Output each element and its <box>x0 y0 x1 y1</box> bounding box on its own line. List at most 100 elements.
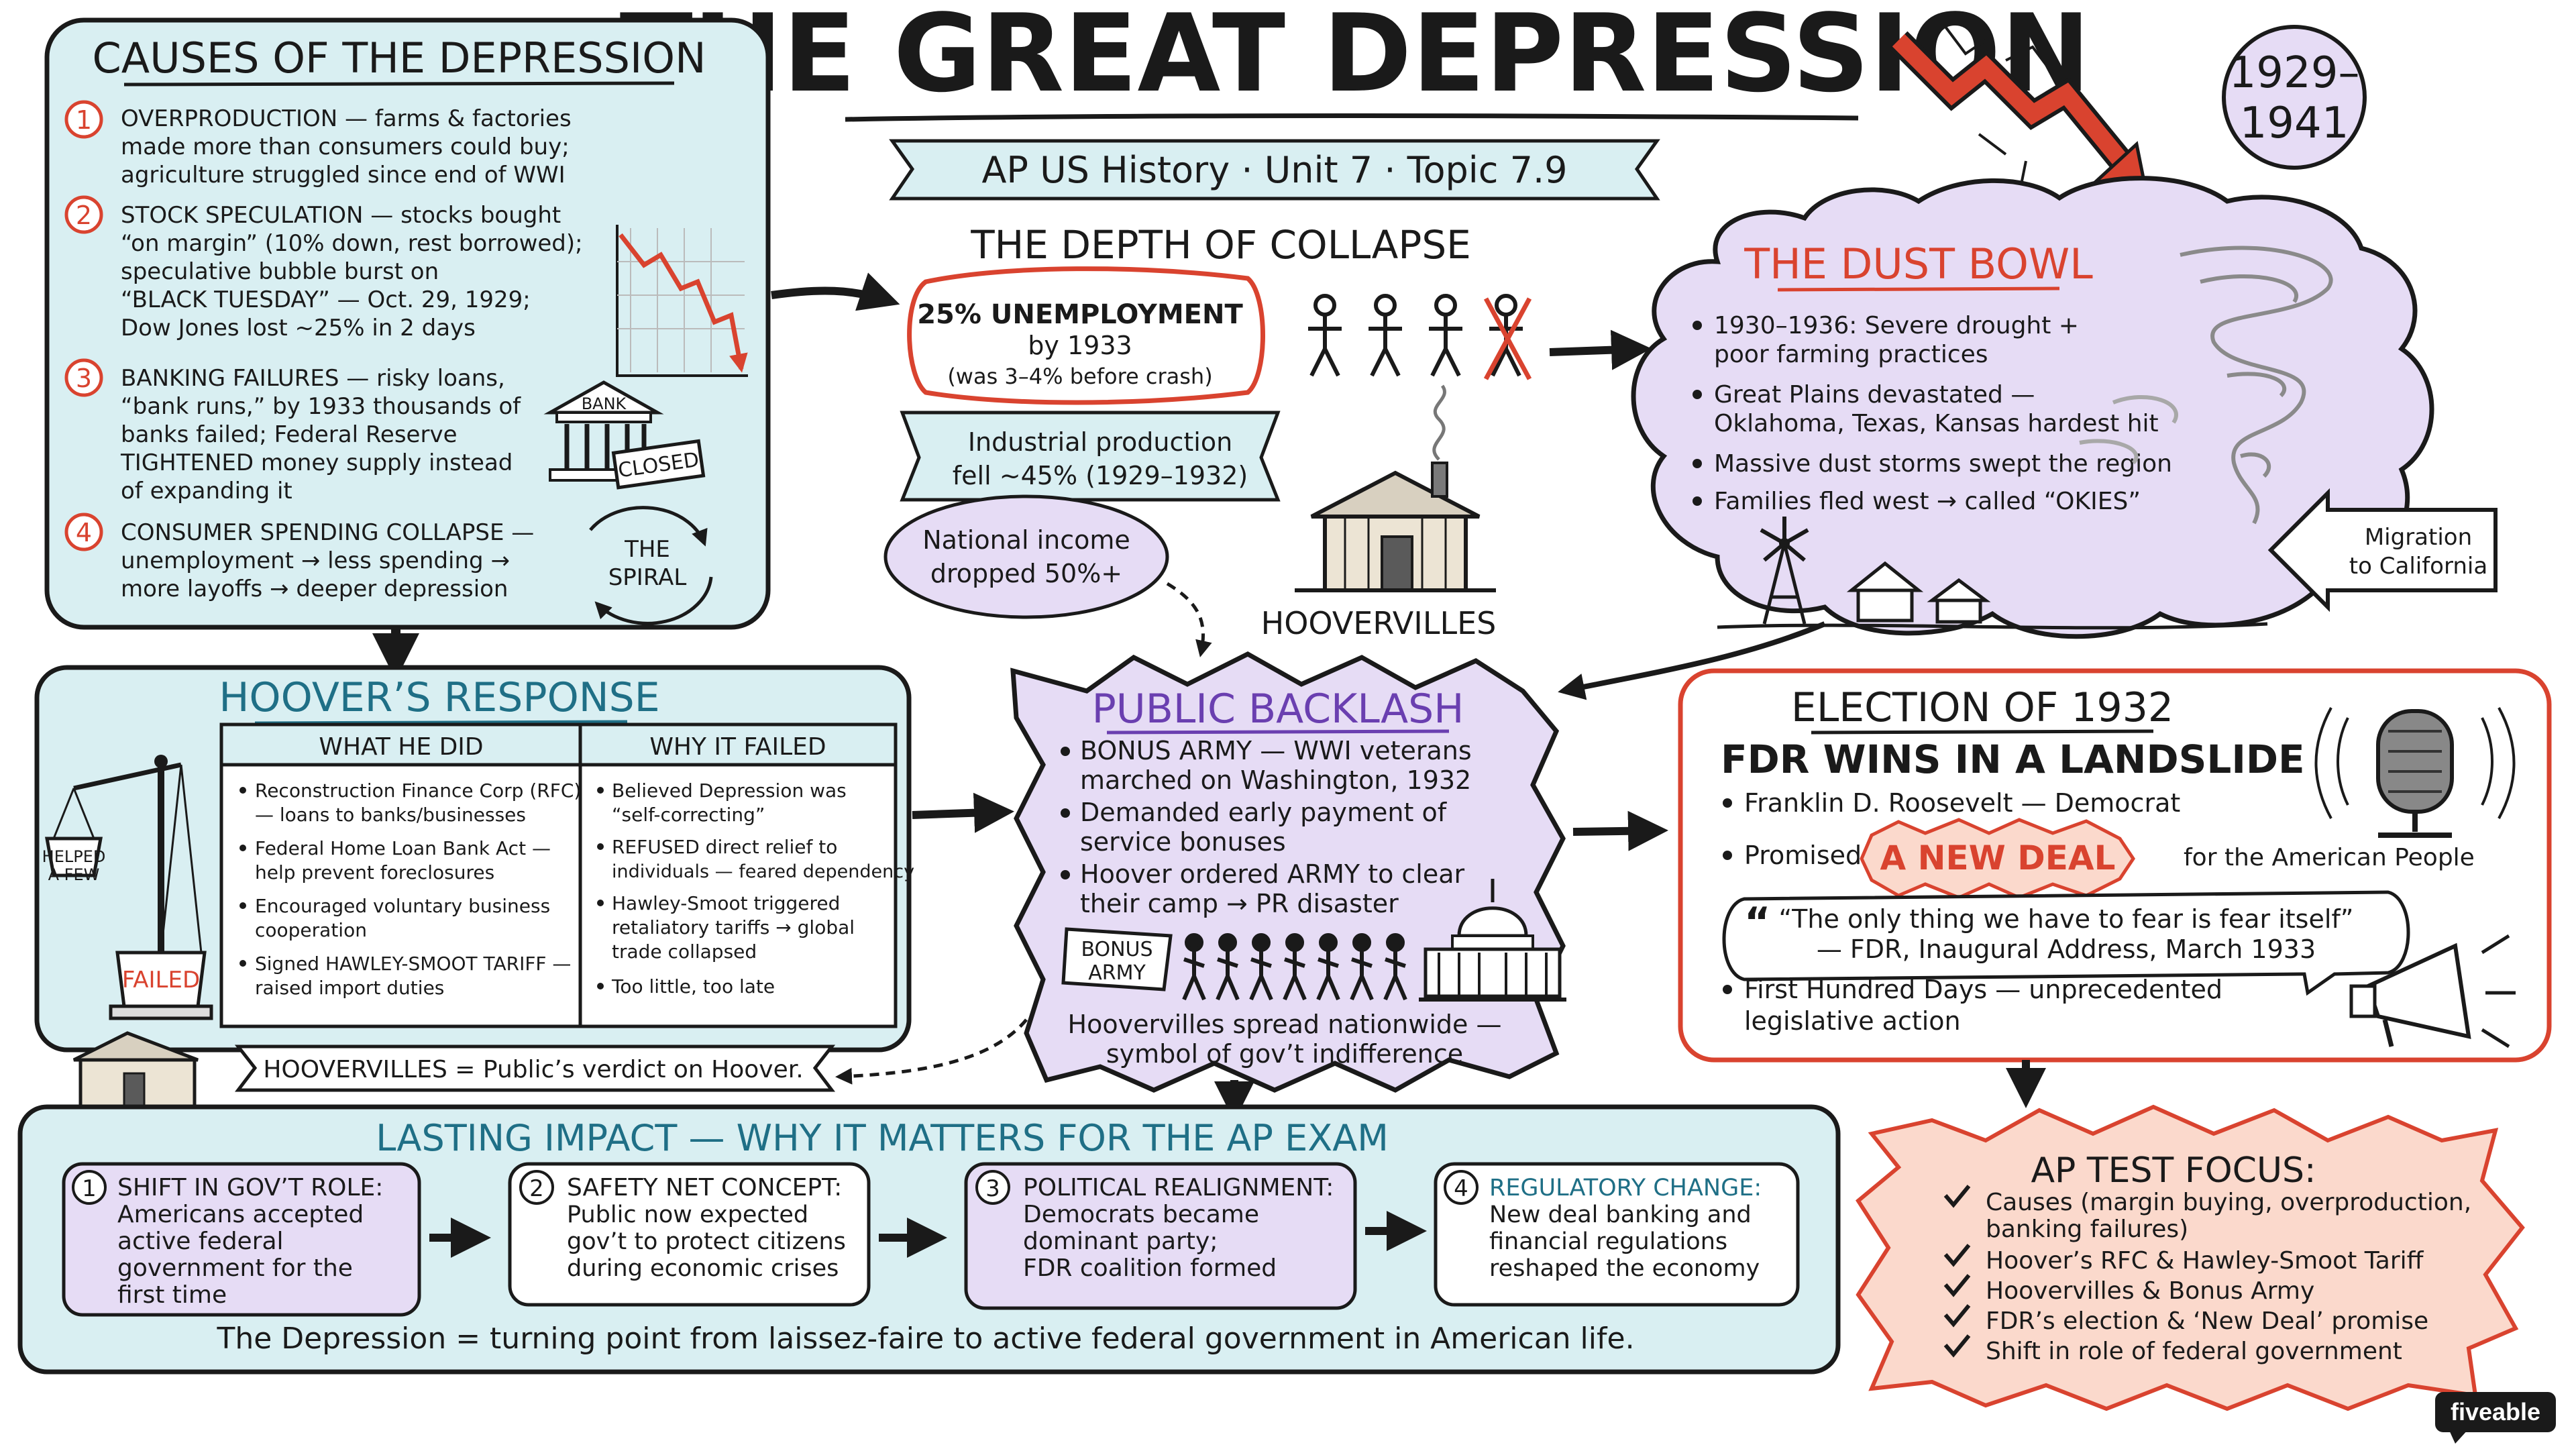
election-panel: ELECTION OF 1932 FDR WINS IN A LANDSLIDE… <box>1678 668 2552 1063</box>
backlash-heading-underline <box>1106 729 1450 735</box>
dust-bowl-panel: THE DUST BOWL 1930–1936: Severe drought … <box>1631 176 2498 639</box>
did-line: raised import duties <box>255 977 444 999</box>
logo-badge <box>2435 1392 2556 1432</box>
farm-windmill-icon <box>1717 517 2268 630</box>
impact-card-box <box>964 1162 1357 1310</box>
did-line: Federal Home Loan Bank Act — <box>255 837 551 859</box>
ap-focus-panel: AP TEST FOCUS: Causes (margin buying, ov… <box>1856 1104 2525 1411</box>
impact-number-badge <box>1444 1170 1479 1205</box>
did-line: cooperation <box>255 919 367 941</box>
impact-card-box <box>1434 1162 1800 1307</box>
radio-microphone-icon <box>2314 707 2516 838</box>
impact-panel: LASTING IMPACT — WHY IT MATTERS FOR THE … <box>17 1104 1841 1375</box>
cause-line: agriculture struggled since end of WWI <box>121 162 566 189</box>
dust-storm-icon <box>2079 246 2333 525</box>
impact-card-title: REGULATORY CHANGE: <box>1489 1175 1762 1201</box>
impact-number: 2 <box>529 1175 544 1202</box>
arrow-backlash-to-election <box>1572 810 1668 851</box>
hoover-verdict: HOOVERVILLES = Public’s verdict on Hoove… <box>263 1056 803 1083</box>
causes-heading: CAUSES OF THE DEPRESSION <box>93 34 706 83</box>
bonus-sign-line-1: BONUS <box>1081 938 1152 961</box>
bonus-sign-line-2: ARMY <box>1088 961 1146 985</box>
hundred-days-line-1: First Hundred Days — unprecedented <box>1744 975 2222 1004</box>
header: THE GREAT DEPRESSION AP US History · Uni… <box>620 0 2367 201</box>
cause-line: Dow Jones lost ~25% in 2 days <box>121 315 476 341</box>
dust-bullet-line: Massive dust storms swept the region <box>1714 450 2172 478</box>
stock-crash-chart-icon <box>616 225 748 377</box>
bullet-dot <box>239 845 246 851</box>
impact-number-badge <box>72 1170 107 1205</box>
failed-line: individuals — feared dependency <box>612 861 914 882</box>
election-heading: ELECTION OF 1932 <box>1791 684 2174 731</box>
did-line: help prevent foreclosures <box>255 861 494 883</box>
impact-card-3: 3 POLITICAL REALIGNMENT: Democrats becam… <box>964 1162 1357 1310</box>
election-subheading: FDR WINS IN A LANDSLIDE <box>1721 737 2305 782</box>
fiveable-logo: fiveable <box>2435 1392 2556 1444</box>
ap-focus-item: Hoover’s RFC & Hawley-Smoot Tariff <box>1986 1247 2424 1275</box>
balance-scale-icon: HELPED A FEW FAILED <box>42 755 213 1020</box>
impact-card-line: during economic crises <box>567 1255 839 1282</box>
scale-helped-line-1: HELPED <box>42 847 106 866</box>
cause-line: speculative bubble burst on <box>121 258 439 285</box>
bullet-dot <box>239 902 246 909</box>
backlash-footer-line-1: Hoovervilles spread nationwide — <box>1068 1010 1502 1039</box>
logo-badge-tail <box>2449 1429 2469 1444</box>
migration-arrow: Migration to California <box>2267 488 2498 612</box>
cause-line: more layoffs → deeper depression <box>121 576 508 602</box>
failed-line: “self-correcting” <box>612 804 765 826</box>
impact-footer: The Depression = turning point from lais… <box>216 1322 1634 1356</box>
megaphone-icon <box>2349 934 2516 1049</box>
bullet-dot <box>1061 747 1070 756</box>
cause-number: 2 <box>76 201 92 230</box>
title-underline <box>845 113 1859 122</box>
causes-heading-underline <box>123 81 675 87</box>
impact-heading: LASTING IMPACT — WHY IT MATTERS FOR THE … <box>376 1117 1389 1159</box>
hoover-table-header-row <box>219 722 898 767</box>
cause-line: made more than consumers could buy; <box>121 133 570 160</box>
bullet-dot <box>1693 496 1702 506</box>
backlash-line: Hoover ordered ARMY to clear <box>1080 859 1465 889</box>
marching-veterans-icon <box>1182 933 1407 1001</box>
check-icon <box>1943 1185 1971 1208</box>
scale-helped-line-2: A FEW <box>48 865 100 884</box>
hooverville-shack-icon <box>1295 384 1496 592</box>
col-header-why-it-failed: WHY IT FAILED <box>649 733 826 761</box>
cause-line: of expanding it <box>121 478 292 504</box>
cause-line: OVERPRODUCTION — farms & factories <box>121 105 572 132</box>
backlash-line: marched on Washington, 1932 <box>1080 765 1471 795</box>
impact-card-1: 1 SHIFT IN GOV’T ROLE: Americans accepte… <box>62 1162 421 1317</box>
bullet-dot <box>597 900 604 906</box>
income-line-2: dropped 50%+ <box>930 559 1122 588</box>
years-badge <box>2222 25 2367 170</box>
unemployment-bubble <box>907 266 1265 405</box>
ap-focus-item: FDR’s election & ‘New Deal’ promise <box>1986 1307 2428 1335</box>
arrow-backlash-to-verdict <box>835 1018 1028 1085</box>
closed-bank-icon: BANK CLOSED <box>543 380 706 490</box>
quote-mark: “ <box>1744 899 1770 946</box>
cause-line: CONSUMER SPENDING COLLAPSE — <box>121 519 534 546</box>
bonus-army-illustration: BONUS ARMY <box>1061 879 1566 1002</box>
bullet-dot <box>597 843 604 850</box>
impact-card-line: New deal banking and <box>1489 1201 1752 1228</box>
failed-line: trade collapsed <box>612 941 757 963</box>
impact-card-line: financial regulations <box>1489 1228 1727 1255</box>
impact-card-line: government for the <box>117 1254 353 1282</box>
spiral-label-line-1: THE <box>624 536 670 563</box>
hoover-did-list: Reconstruction Finance Corp (RFC) — loan… <box>239 780 581 999</box>
check-icon <box>1943 1244 1971 1267</box>
backlash-heading: PUBLIC BACKLASH <box>1092 686 1464 733</box>
election-promised-tail: for the American People <box>2184 844 2475 871</box>
bullet-dot <box>239 960 246 967</box>
check-icon <box>1943 1304 1971 1328</box>
cause-number-badge <box>64 358 103 397</box>
arrow-hoover-to-backlash <box>912 792 1014 833</box>
subtitle: AP US History · Unit 7 · Topic 7.9 <box>981 149 1567 191</box>
spiral-cycle-icon: THE SPIRAL <box>589 506 713 625</box>
industrial-line-1: Industrial production <box>968 427 1232 457</box>
impact-number: 1 <box>82 1175 97 1202</box>
years-line-2: 1941 <box>2240 99 2349 148</box>
dust-bowl-heading: THE DUST BOWL <box>1743 239 2093 288</box>
impact-card-line: FDR coalition formed <box>1023 1254 1277 1282</box>
